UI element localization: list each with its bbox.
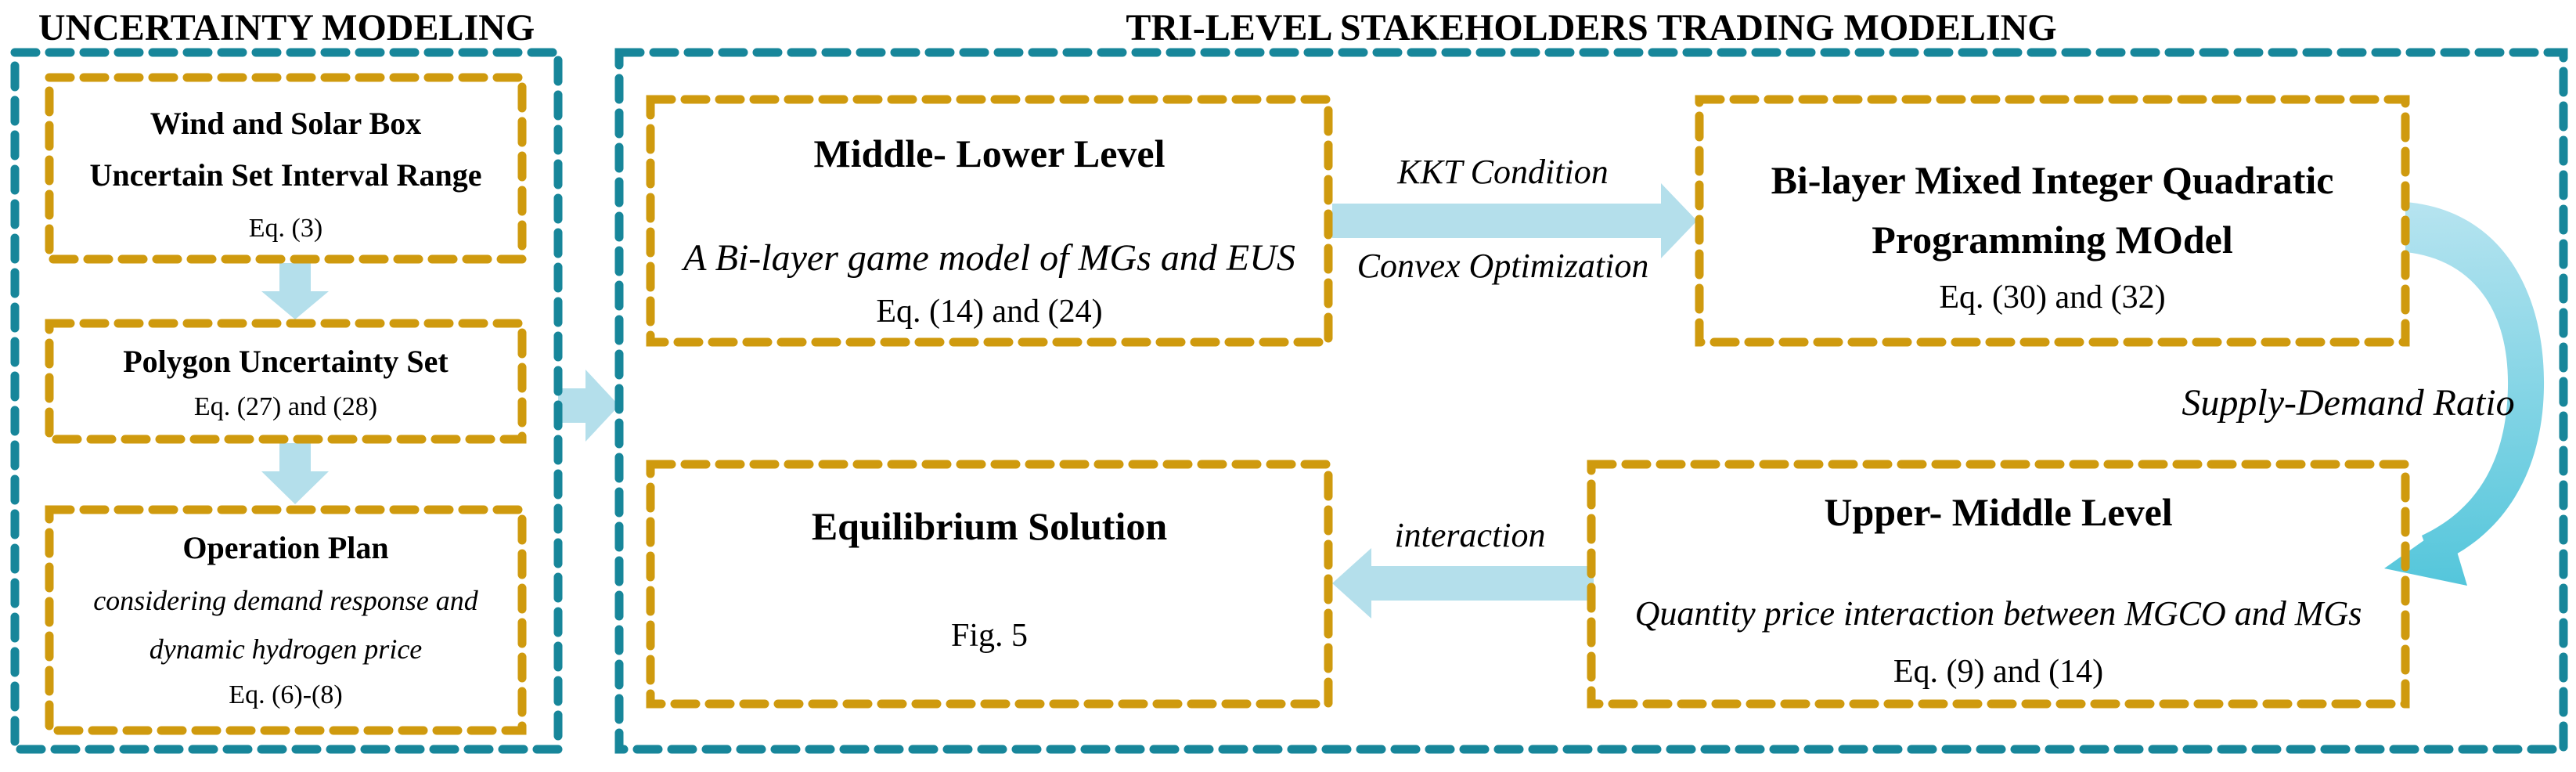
- uncertainty-panel-border: [10, 48, 563, 754]
- operation-plan-title: Operation Plan: [182, 530, 389, 565]
- uncertainty-section-title: UNCERTAINTY MODELING: [38, 7, 535, 49]
- trading-section-title: TRI-LEVEL STAKEHOLDERS TRADING MODELING: [1126, 7, 2057, 49]
- arrow-down-2-icon: [261, 443, 329, 504]
- polygon-box-title: Polygon Uncertainty Set: [123, 344, 449, 379]
- polygon-uncertainty-box-border: [45, 319, 527, 444]
- operation-plan-italic-line2: dynamic hydrogen price: [149, 633, 423, 665]
- operation-plan-box-border: [45, 505, 527, 735]
- middle-lower-title: Middle- Lower Level: [813, 132, 1166, 175]
- bi-layer-title-line1: Bi-layer Mixed Integer Quadratic: [1771, 158, 2334, 202]
- interaction-label: interaction: [1394, 516, 1546, 554]
- arrow-right-kkt-icon: [1332, 183, 1697, 258]
- kkt-condition-label: KKT Condition: [1397, 153, 1609, 191]
- supply-demand-ratio-label: Supply-Demand Ratio: [2181, 382, 2515, 424]
- wind-solar-box-title-line1: Wind and Solar Box: [150, 106, 422, 141]
- bi-layer-box-border: [1695, 95, 2410, 347]
- arrow-left-interaction-icon: [1332, 548, 1594, 619]
- upper-middle-italic: Quantity price interaction between MGCO …: [1634, 594, 2362, 633]
- trading-panel-border: [614, 48, 2568, 754]
- equilibrium-fig: Fig. 5: [950, 618, 1029, 654]
- middle-lower-box-border: [646, 95, 1333, 347]
- wind-solar-box-border: [45, 73, 527, 264]
- bi-layer-eq: Eq. (30) and (32): [1939, 280, 2166, 316]
- bi-layer-title-line2: Programming MOdel: [1872, 218, 2233, 262]
- convex-optimization-label: Convex Optimization: [1356, 247, 1649, 285]
- equilibrium-box-border: [646, 460, 1333, 709]
- arrow-curved-supply-demand-icon: [2405, 202, 2545, 565]
- equilibrium-title: Equilibrium Solution: [811, 504, 1168, 548]
- polygon-box-eq: Eq. (27) and (28): [193, 392, 378, 421]
- upper-middle-title: Upper- Middle Level: [1824, 490, 2173, 534]
- middle-lower-italic: A Bi-layer game model of MGs and EUS: [683, 237, 1295, 279]
- arrow-right-panel-link-icon: [558, 370, 619, 442]
- upper-middle-eq: Eq. (9) and (14): [1893, 654, 2104, 690]
- wind-solar-box-eq: Eq. (3): [248, 214, 323, 243]
- middle-lower-eq: Eq. (14) and (24): [876, 294, 1103, 330]
- operation-plan-italic-line1: considering demand response and: [93, 585, 478, 616]
- upper-middle-box-border: [1587, 460, 2410, 709]
- operation-plan-eq: Eq. (6)-(8): [229, 680, 343, 709]
- wind-solar-box-title-line2: Uncertain Set Interval Range: [89, 157, 482, 193]
- arrow-down-1-icon: [261, 263, 329, 319]
